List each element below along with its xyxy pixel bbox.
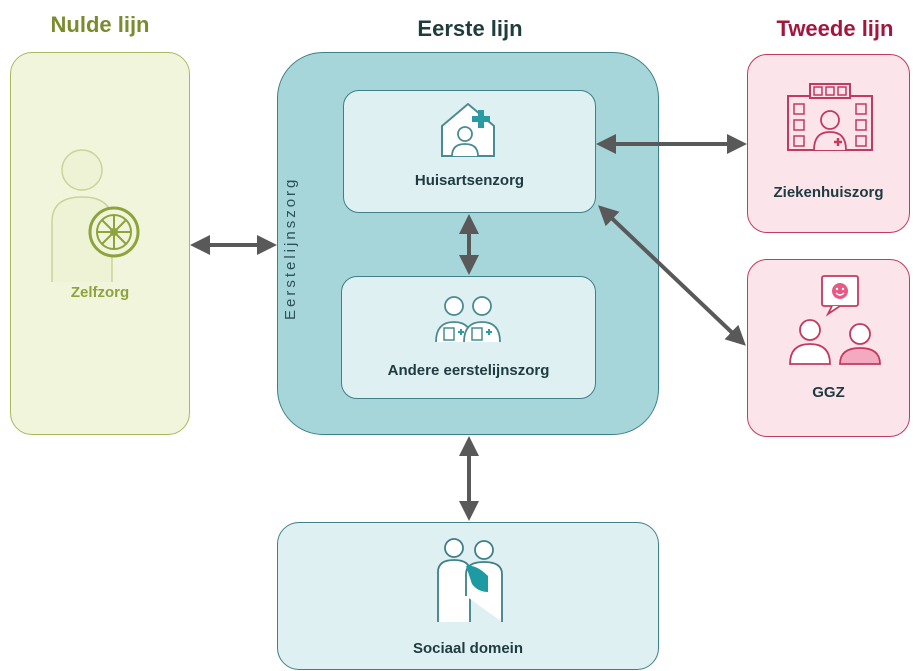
label-ggz: GGZ: [812, 384, 845, 401]
label-eerstelijnszorg: Eerstelijnszorg: [282, 176, 299, 320]
label-zelfzorg: Zelfzorg: [70, 284, 130, 301]
person-with-wheel-icon: [51, 149, 140, 282]
house-doctor-icon: [441, 102, 495, 157]
heading-eerste-lijn: Eerste lijn: [417, 16, 523, 41]
heading-nulde-lijn: Nulde lijn: [50, 12, 150, 37]
label-andere-eerstelijnszorg: Andere eerstelijnszorg: [387, 362, 550, 379]
label-sociaal-domein: Sociaal domein: [412, 640, 524, 657]
conversation-icon: [789, 275, 881, 365]
hospital-building-icon: [787, 83, 873, 151]
two-caregivers-icon: [435, 296, 501, 343]
label-huisartsenzorg: Huisartsenzorg: [414, 172, 525, 189]
supporting-people-icon: [437, 538, 503, 622]
heading-tweede-lijn: Tweede lijn: [776, 16, 894, 41]
label-ziekenhuiszorg: Ziekenhuiszorg: [773, 184, 884, 201]
